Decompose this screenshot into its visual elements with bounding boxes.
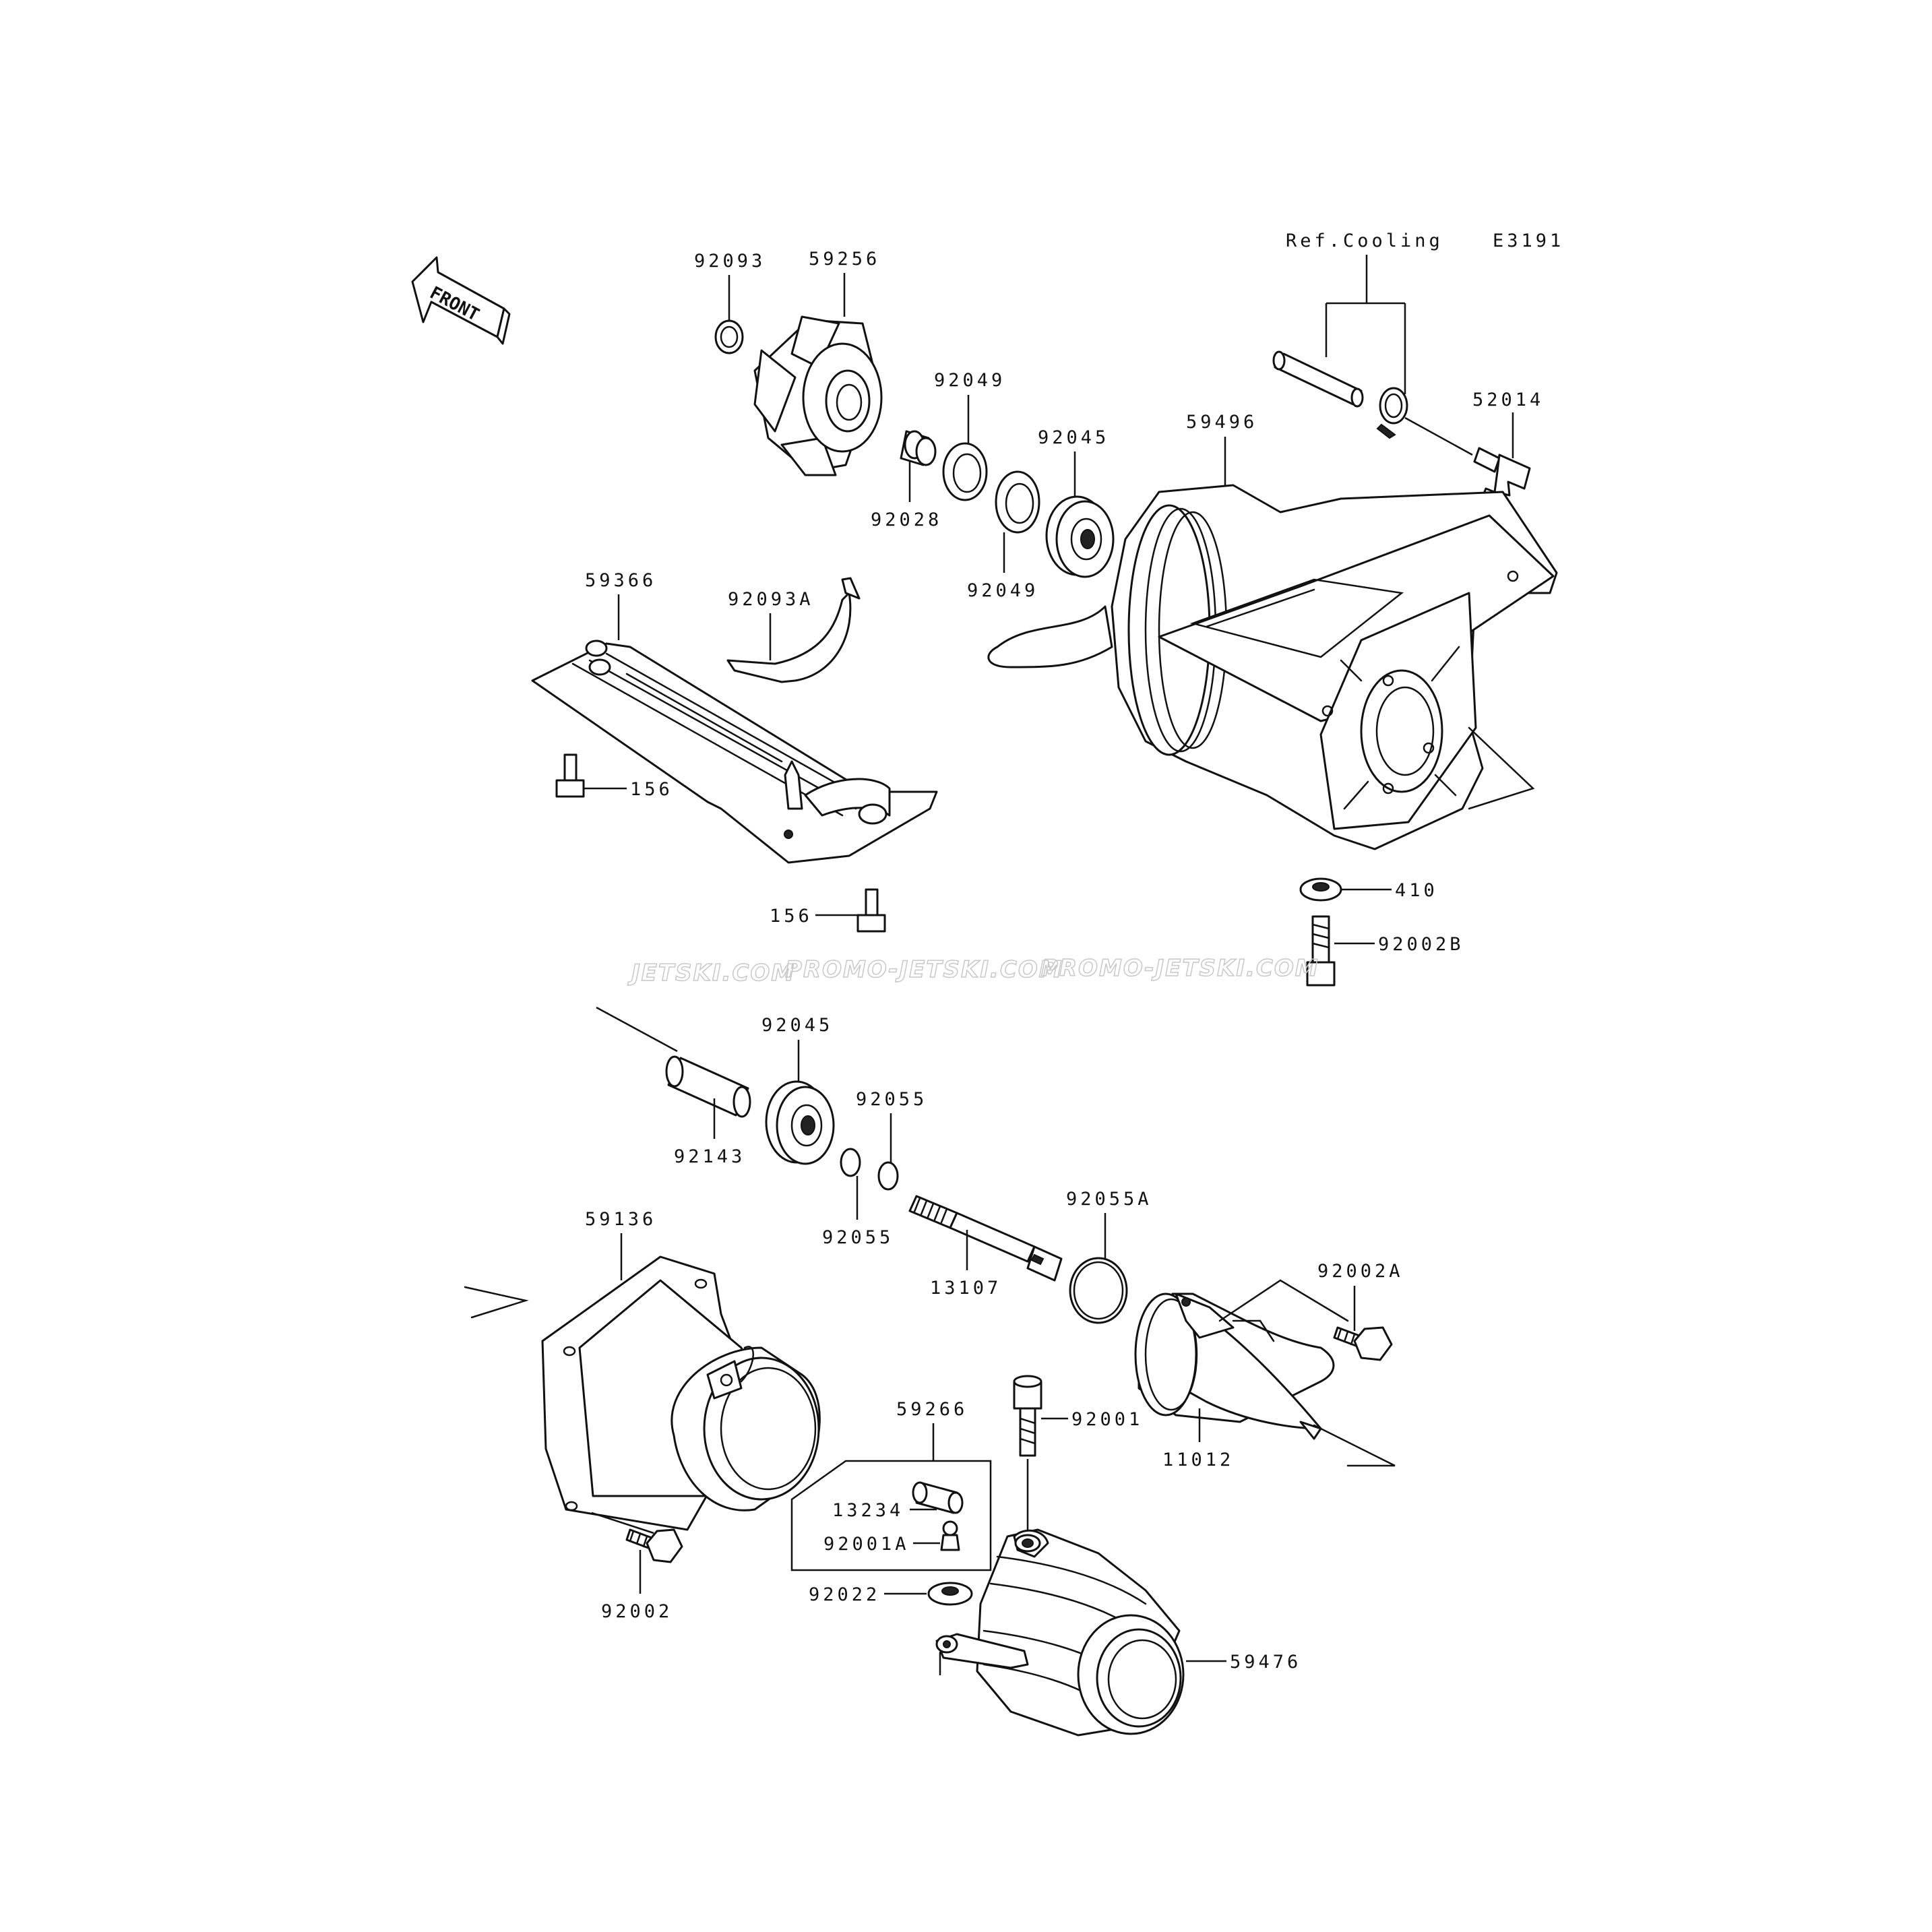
- front-arrow-icon: FRONT: [411, 256, 511, 345]
- label-92055-lower: 92055: [822, 1227, 894, 1248]
- impeller-59256: [753, 315, 883, 476]
- o-ring-92055-a: [840, 1148, 861, 1177]
- label-92045-upper: 92045: [1038, 427, 1109, 448]
- bolt-92002B: [1306, 915, 1336, 987]
- label-59256: 59256: [809, 249, 880, 270]
- label-13234: 13234: [832, 1500, 904, 1521]
- shaft-13107: [908, 1195, 1063, 1282]
- seal-92049-upper: [942, 442, 988, 501]
- label-13107: 13107: [930, 1278, 1001, 1299]
- label-11012: 11012: [1162, 1450, 1234, 1470]
- label-92001A: 92001A: [823, 1534, 910, 1555]
- label-92001: 92001: [1071, 1409, 1143, 1430]
- grease-nipple-92001A: [940, 1520, 960, 1551]
- kit-bracket: [790, 1460, 992, 1571]
- label-59366: 59366: [585, 570, 656, 591]
- label-156-upper: 156: [630, 779, 673, 800]
- label-410: 410: [1395, 880, 1438, 901]
- bolt-156-lower: [856, 888, 886, 933]
- label-92045-lower: 92045: [761, 1015, 833, 1036]
- label-59476: 59476: [1230, 1652, 1301, 1673]
- bolt-92002: [625, 1528, 683, 1563]
- label-52014: 52014: [1472, 389, 1544, 410]
- washer-410: [1299, 877, 1342, 902]
- bearing-92045-lower: [765, 1080, 835, 1165]
- label-59266: 59266: [896, 1399, 968, 1420]
- label-59496: 59496: [1186, 412, 1257, 433]
- bolt-92002A: [1333, 1326, 1393, 1361]
- bearing-92045-upper: [1045, 495, 1115, 578]
- label-92028: 92028: [871, 509, 942, 530]
- steering-nozzle-59476: [935, 1528, 1185, 1737]
- label-92002B: 92002B: [1378, 934, 1464, 955]
- label-92055-upper: 92055: [856, 1089, 927, 1110]
- sleeve-92143: [665, 1055, 751, 1118]
- bolt-156-upper: [555, 753, 585, 798]
- part-13234: [912, 1481, 964, 1514]
- label-92002A: 92002A: [1317, 1261, 1404, 1282]
- label-92093: 92093: [694, 251, 766, 272]
- label-92093A: 92093A: [728, 589, 814, 610]
- o-ring-92055A: [1069, 1257, 1128, 1324]
- pump-case-59496: [987, 484, 1558, 850]
- watermark-2: PROMO-JETSKI.COM: [785, 956, 1063, 983]
- ref-cooling-note: Ref.Cooling: [1286, 230, 1443, 251]
- label-92055A: 92055A: [1066, 1189, 1152, 1210]
- seal-92093: [714, 319, 744, 354]
- stopper-92093A: [726, 577, 861, 683]
- o-ring-92055-b: [877, 1161, 899, 1191]
- washer-92022: [927, 1582, 973, 1606]
- seal-92049-lower: [995, 470, 1040, 534]
- label-92022: 92022: [809, 1584, 880, 1605]
- bolt-92001: [1013, 1375, 1042, 1457]
- watermark-1: JETSKI.COM: [627, 960, 795, 987]
- label-59136: 59136: [585, 1209, 656, 1230]
- label-92002: 92002: [601, 1601, 673, 1622]
- cooling-hose: [1272, 350, 1408, 439]
- label-92049-upper: 92049: [934, 370, 1005, 391]
- watermark-3: PROMO-JETSKI.COM: [1041, 955, 1319, 982]
- pump-cover-59366: [531, 640, 938, 864]
- pump-bowl-59136: [541, 1255, 821, 1531]
- label-92049-lower: 92049: [967, 580, 1038, 601]
- pump-cap-11012: [1134, 1292, 1335, 1440]
- diagram-code: E3191: [1493, 230, 1564, 251]
- label-92143: 92143: [674, 1146, 745, 1167]
- label-156-lower: 156: [770, 906, 813, 927]
- collar-92028: [900, 430, 937, 466]
